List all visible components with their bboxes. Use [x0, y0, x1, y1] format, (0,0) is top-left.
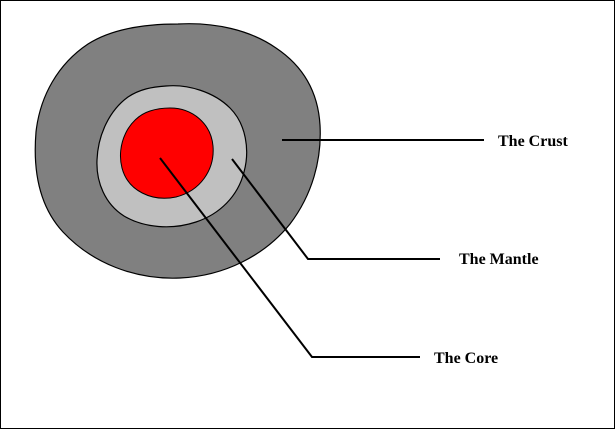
core-layer — [120, 108, 213, 198]
core-label: The Core — [434, 350, 498, 367]
mantle-label: The Mantle — [459, 251, 539, 268]
crust-label: The Crust — [498, 133, 568, 150]
